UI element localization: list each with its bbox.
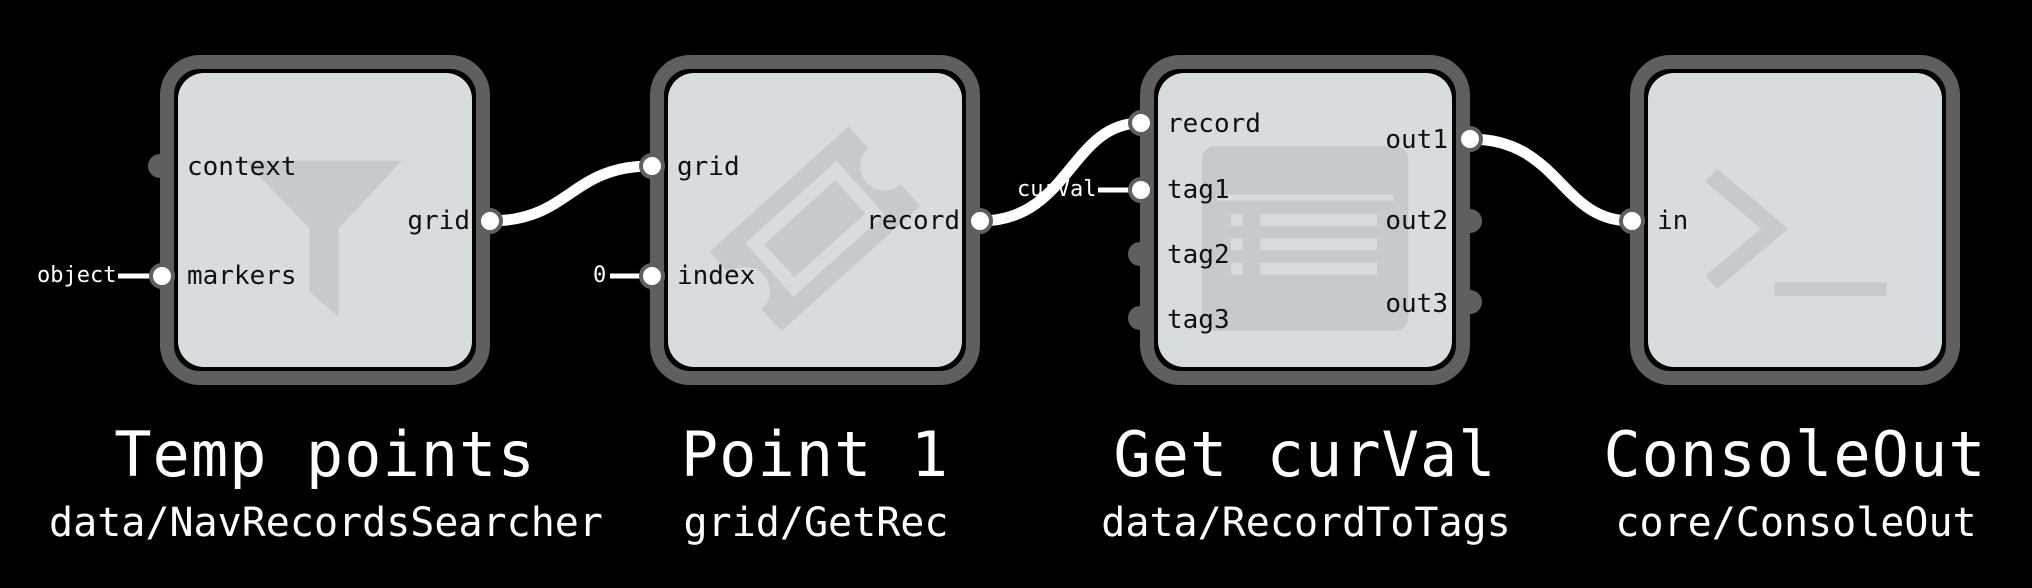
port-out3[interactable] [1470, 290, 1482, 314]
node-face [1648, 73, 1942, 367]
node-temp-points[interactable] [160, 55, 490, 385]
port-context[interactable] [148, 154, 160, 178]
port-tag3[interactable] [1128, 306, 1140, 330]
ticket-icon [709, 126, 921, 332]
port-in[interactable] [1619, 208, 1645, 234]
port-tag2[interactable] [1128, 242, 1140, 266]
port-label-grid-out: grid [407, 206, 470, 236]
funnel-icon [244, 160, 402, 317]
port-label-out1: out1 [1385, 125, 1448, 155]
constant-markers-value[interactable]: object [37, 263, 117, 288]
wire-out1-to-in [1469, 133, 1632, 227]
port-label-record-in: record [1167, 109, 1261, 139]
terminal-icon [1705, 168, 1887, 296]
port-index[interactable] [639, 263, 665, 289]
port-label-index: index [677, 261, 756, 291]
node-type-get-curval: data/RecordToTags [1101, 500, 1511, 546]
node-type-console-out: core/ConsoleOut [1615, 500, 1977, 546]
port-label-out3: out3 [1385, 289, 1448, 319]
node-title-point-1: Point 1 [680, 418, 950, 491]
port-out1[interactable] [1457, 126, 1483, 152]
port-label-context: context [187, 152, 297, 182]
port-label-grid-in: grid [677, 152, 740, 182]
port-record-in[interactable] [1128, 110, 1154, 136]
port-label-tag3: tag3 [1167, 305, 1230, 335]
node-title-temp-points: Temp points [114, 418, 536, 491]
port-label-out2: out2 [1385, 206, 1448, 236]
port-label-tag2: tag2 [1167, 240, 1230, 270]
port-label-in: in [1657, 206, 1689, 236]
list-card-icon [1201, 146, 1409, 331]
wire-record-to-record [979, 117, 1142, 227]
wire-grid-to-grid [489, 160, 652, 227]
node-type-temp-points: data/NavRecordsSearcher [49, 500, 603, 546]
constant-index-value[interactable]: 0 [593, 263, 607, 288]
node-title-get-curval: Get curVal [1113, 418, 1497, 491]
node-face [668, 73, 962, 367]
port-markers[interactable] [149, 263, 175, 289]
port-grid-in[interactable] [639, 153, 665, 179]
node-get-curval[interactable] [1140, 55, 1470, 385]
node-point-1[interactable] [650, 55, 980, 385]
port-label-tag1: tag1 [1167, 175, 1230, 205]
constant-tag1-value[interactable]: curVal [1017, 177, 1097, 202]
port-record-out[interactable] [967, 208, 993, 234]
port-label-record-out: record [866, 206, 960, 236]
port-out2[interactable] [1470, 209, 1482, 233]
node-console-out[interactable] [1630, 55, 1960, 385]
node-type-point-1: grid/GetRec [683, 500, 949, 546]
port-grid-out[interactable] [477, 208, 503, 234]
node-face [1158, 73, 1452, 367]
port-label-markers: markers [187, 261, 297, 291]
node-title-console-out: ConsoleOut [1603, 418, 1987, 491]
node-face [178, 73, 472, 367]
port-tag1[interactable] [1128, 177, 1154, 203]
